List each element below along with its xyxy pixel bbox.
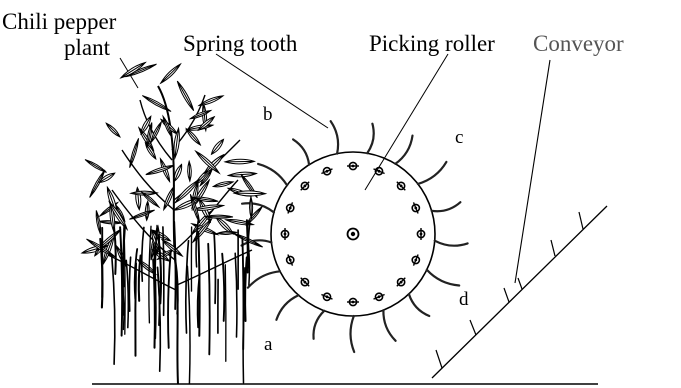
plant-leaf	[190, 109, 212, 121]
label-position-c: c	[455, 128, 463, 148]
plant-leaf	[135, 187, 142, 210]
tooth-clip	[397, 182, 406, 191]
label-position-b: b	[263, 105, 273, 125]
plant-leaf	[225, 159, 254, 164]
conveyor	[432, 60, 607, 378]
tooth-clip	[417, 228, 424, 240]
tooth-clip	[321, 293, 332, 300]
plant-leaf	[105, 122, 121, 138]
chili-pepper	[187, 266, 190, 384]
tooth-clip	[397, 278, 406, 287]
plant-leaf	[213, 180, 234, 188]
chili-pepper-plant	[81, 61, 265, 384]
chili-pepper	[126, 260, 128, 327]
plant-leaf	[234, 191, 266, 197]
label-conveyor: Conveyor	[533, 31, 624, 56]
plant-leaf	[210, 138, 226, 156]
chili-pepper	[163, 227, 164, 315]
tooth-clip	[301, 182, 310, 191]
chili-pepper	[245, 257, 247, 321]
chili-pepper	[129, 257, 130, 311]
plant-leaf	[88, 169, 106, 198]
tooth-clip	[281, 228, 288, 240]
plant-leaf	[98, 220, 121, 225]
chili-pepper	[158, 267, 160, 325]
plant-leaf	[129, 209, 155, 221]
label-chili-pepper-plant-line2: plant	[64, 35, 110, 60]
plant-leaf	[159, 63, 181, 85]
tooth-clip	[321, 168, 332, 175]
tooth-clip	[412, 202, 419, 213]
spring-tooth	[432, 202, 461, 211]
plant-leaf	[249, 197, 252, 219]
spring-tooth	[367, 124, 374, 154]
plant-leaf	[145, 164, 174, 177]
tooth-clip	[287, 202, 294, 213]
spring-tooth	[435, 241, 468, 246]
spring-tooth	[258, 164, 287, 185]
chili-pepper	[235, 253, 237, 337]
chili-pepper	[242, 238, 243, 349]
tooth-clip	[347, 162, 359, 169]
spring-tooth	[395, 136, 412, 164]
chili-pepper	[149, 226, 151, 322]
label-spring-tooth: Spring tooth	[183, 31, 297, 56]
tooth-clip	[347, 298, 359, 305]
chili-pepper	[168, 252, 171, 348]
spring-tooth	[418, 162, 447, 184]
spring-tooth	[383, 310, 395, 341]
label-picking-roller: Picking roller	[369, 31, 495, 56]
label-chili-pepper-plant-line1: Chili pepper	[2, 9, 116, 34]
tooth-clip	[287, 255, 294, 266]
plant-leaf	[128, 138, 140, 168]
chili-pepper	[225, 265, 226, 362]
chili-pepper	[247, 220, 248, 272]
spring-tooth	[409, 294, 429, 316]
roller-axle	[348, 229, 359, 240]
label-position-a: a	[264, 335, 272, 355]
spring-tooth	[427, 270, 459, 286]
chili-pepper	[100, 239, 102, 308]
spring-tooth	[313, 311, 324, 339]
chili-pepper	[139, 256, 141, 301]
picking-roller	[242, 121, 468, 352]
spring-tooth	[350, 316, 354, 352]
plant-leaf	[176, 80, 196, 111]
spring-tooth	[248, 271, 280, 287]
spring-tooth	[293, 139, 309, 164]
leader-picking-roller	[365, 54, 448, 190]
plant-leaf	[187, 161, 191, 181]
chili-pepper	[114, 228, 116, 274]
tooth-clip	[301, 278, 310, 287]
spring-tooth	[276, 295, 298, 320]
tooth-clip	[412, 255, 419, 266]
spring-tooth	[331, 121, 338, 153]
chili-pepper	[222, 254, 224, 321]
chili-pepper	[112, 256, 115, 364]
label-position-d: d	[459, 290, 469, 310]
tooth-clip	[374, 293, 385, 300]
plant-leaf	[142, 94, 172, 113]
chili-pepper	[208, 244, 210, 355]
plant-leaf	[198, 94, 223, 107]
